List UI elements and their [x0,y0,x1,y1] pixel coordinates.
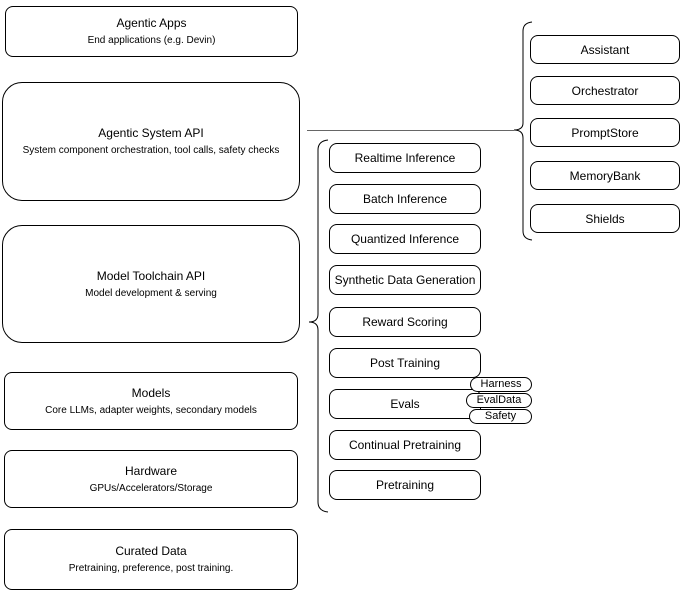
node-label: Quantized Inference [350,232,460,246]
node-label: Realtime Inference [354,151,456,165]
node-batch-inference: Batch Inference [329,184,481,214]
node-label: Synthetic Data Generation [334,273,476,287]
node-subtitle: Model development & serving [85,287,217,299]
node-subtitle: End applications (e.g. Devin) [87,35,216,46]
node-curated-data: Curated Data Pretraining, preference, po… [4,529,298,590]
toolchain-curly-brace [308,139,329,513]
node-label: Batch Inference [362,192,448,206]
tag-harness: Harness [470,377,532,392]
node-title: Agentic System API [98,126,204,140]
node-pretraining: Pretraining [329,470,481,500]
node-memorybank: MemoryBank [530,161,680,190]
node-post-training: Post Training [329,348,481,378]
node-subtitle: Core LLMs, adapter weights, secondary mo… [45,404,257,416]
node-hardware: Hardware GPUs/Accelerators/Storage [4,450,298,508]
tag-label: Safety [484,410,517,422]
node-label: Orchestrator [571,83,639,98]
node-title: Models [131,385,171,400]
system-components-curly-brace [513,21,533,241]
node-promptstore: PromptStore [530,118,680,147]
node-shields: Shields [530,204,680,233]
node-synthetic-data-generation: Synthetic Data Generation [329,265,481,295]
node-title: Curated Data [115,544,187,558]
tag-safety: Safety [469,409,532,424]
node-subtitle: GPUs/Accelerators/Storage [89,482,213,494]
node-subtitle: Pretraining, preference, post training. [68,563,234,574]
node-title: Agentic Apps [116,16,187,30]
tag-evaldata: EvalData [466,393,532,408]
node-evals: Evals [329,389,481,419]
node-subtitle: System component orchestration, tool cal… [22,145,280,156]
node-label: Continual Pretraining [348,438,462,452]
node-title: Model Toolchain API [96,268,206,283]
node-orchestrator: Orchestrator [530,76,680,105]
node-title: Hardware [124,463,178,478]
node-continual-pretraining: Continual Pretraining [329,430,481,460]
tag-label: EvalData [476,394,522,406]
node-agentic-system-api: Agentic System API System component orch… [2,82,300,201]
node-label: Evals [390,397,420,411]
node-model-toolchain-api: Model Toolchain API Model development & … [2,225,300,343]
node-label: Reward Scoring [362,315,448,329]
node-label: Pretraining [375,478,435,492]
node-label: PromptStore [571,125,639,140]
node-label: Post Training [369,356,441,370]
node-assistant: Assistant [530,35,680,64]
node-agentic-apps: Agentic Apps End applications (e.g. Devi… [5,6,298,57]
node-label: Assistant [580,42,630,57]
node-quantized-inference: Quantized Inference [329,224,481,254]
node-label: Shields [585,211,625,226]
node-models: Models Core LLMs, adapter weights, secon… [4,372,298,430]
node-reward-scoring: Reward Scoring [329,307,481,337]
node-realtime-inference: Realtime Inference [329,143,481,173]
tag-label: Harness [480,378,522,390]
node-label: MemoryBank [569,168,641,183]
